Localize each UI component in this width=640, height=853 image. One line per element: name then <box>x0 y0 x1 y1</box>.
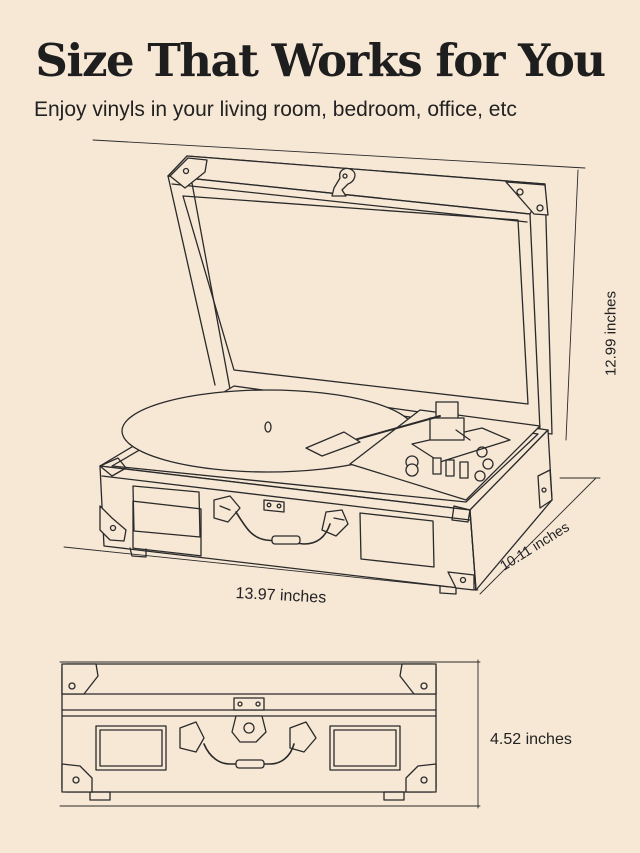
page-title: Size That Works for You <box>35 34 606 87</box>
open-turntable <box>99 155 553 595</box>
closed-turntable <box>59 659 481 809</box>
page-subtitle: Enjoy vinyls in your living room, bedroo… <box>34 98 517 121</box>
speaker-grille-left <box>132 500 202 557</box>
speaker-grille-right <box>359 512 435 568</box>
dimension-closed-height-label: 4.52 inches <box>490 731 572 748</box>
dimension-height-label: 12.99 inches <box>602 290 620 377</box>
dimension-lines <box>63 139 601 595</box>
